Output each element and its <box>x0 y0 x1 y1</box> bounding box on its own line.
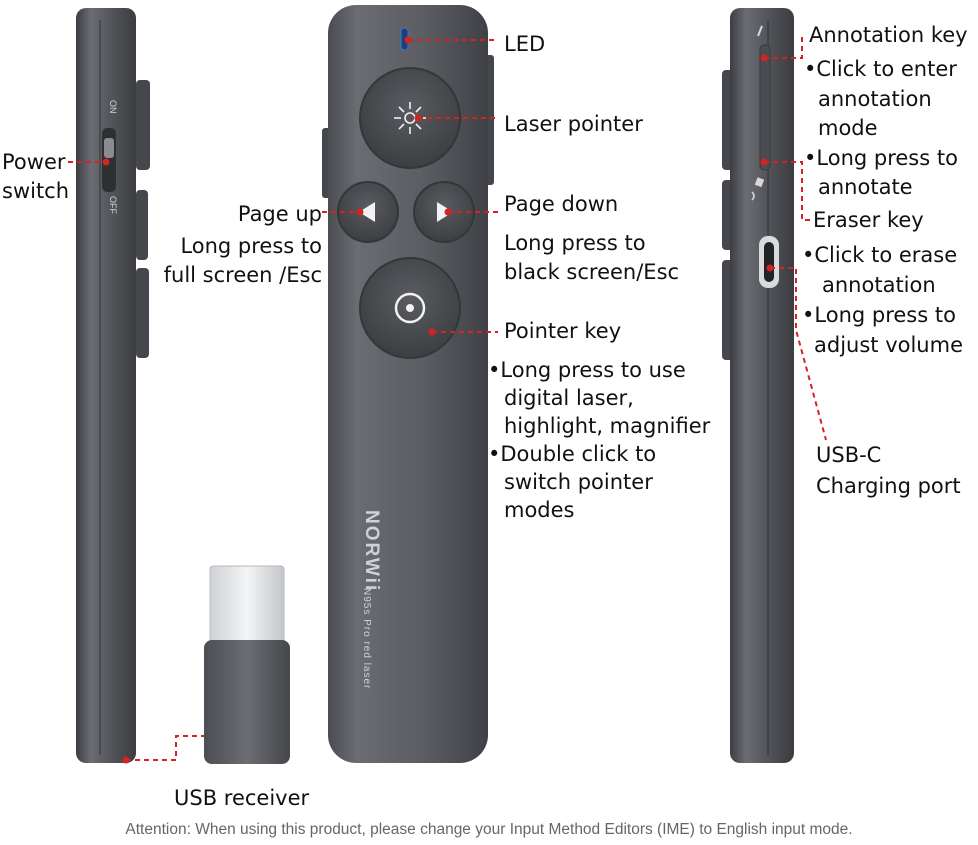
attention-note: Attention: When using this product, plea… <box>125 821 853 838</box>
eraser-key-label: Eraser key <box>813 208 924 232</box>
eraser-icon <box>751 177 765 201</box>
laser-pointer-button[interactable] <box>359 67 461 169</box>
usb-c-port[interactable] <box>759 236 779 288</box>
right-side-view <box>722 8 794 763</box>
switch-off-text: OFF <box>108 196 118 214</box>
leader-lines <box>68 36 827 761</box>
annotation-key-notes: •Click to enter annotation mode •Long pr… <box>804 57 958 199</box>
laser-pointer-label: Laser pointer <box>504 112 643 136</box>
left-side-view: ON OFF <box>76 8 150 763</box>
page-up-button[interactable] <box>337 181 399 243</box>
led-label: LED <box>504 32 546 56</box>
eraser-key-notes: •Click to erase annotation •Long press t… <box>802 243 963 357</box>
brand-logo-text: NORWii <box>361 510 382 593</box>
annotation-key-label: Annotation key <box>809 23 968 47</box>
pointer-key-notes: •Long press to use digital laser, highli… <box>488 358 711 522</box>
page-up-label: Page up Long press to full screen /Esc <box>163 202 322 287</box>
power-switch-label: Power switch <box>2 150 70 203</box>
front-view <box>322 5 494 763</box>
pen-icon <box>757 25 763 37</box>
page-down-button[interactable] <box>413 181 475 243</box>
usb-receiver <box>204 565 290 764</box>
pointer-key-button[interactable] <box>359 257 461 359</box>
left-triangle-icon <box>359 202 375 222</box>
target-icon <box>394 292 426 324</box>
page-down-label: Page down Long press to black screen/Esc <box>504 192 680 284</box>
leader-dots <box>102 36 774 764</box>
pointer-key-label: Pointer key <box>504 319 622 343</box>
power-switch[interactable] <box>102 128 116 192</box>
usb-receiver-label: USB receiver <box>174 786 310 810</box>
model-text: N95s Pro red laser <box>361 588 372 690</box>
switch-on-text: ON <box>108 100 118 114</box>
annotation-key[interactable] <box>757 25 771 171</box>
usb-c-label: USB-C Charging port <box>816 443 961 498</box>
